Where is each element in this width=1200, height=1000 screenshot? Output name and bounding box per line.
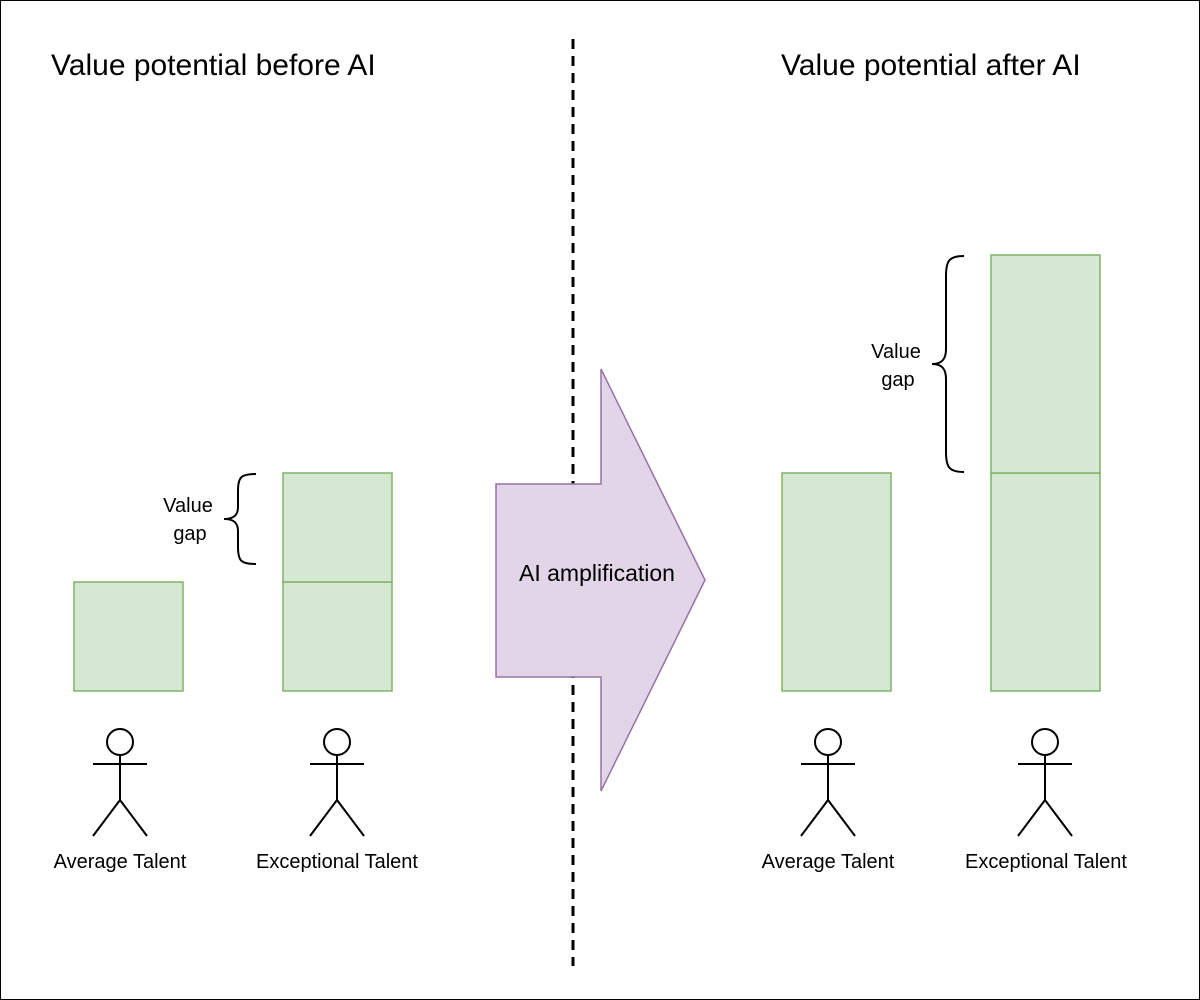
right-exceptional-block-gap: [990, 254, 1101, 474]
left-average-block: [73, 581, 184, 692]
right-value-gap-brace: [931, 255, 965, 473]
left-average-label: Average Talent: [54, 851, 187, 873]
right-value-gap-label-line1: Value: [871, 341, 921, 363]
left-value-gap-label-line2: gap: [173, 523, 206, 545]
right-exceptional-person-icon: [1017, 728, 1073, 837]
ai-amplification-label: AI amplification: [519, 560, 675, 586]
left-value-gap-brace: [223, 473, 257, 565]
left-value-gap-label-line1: Value: [163, 495, 213, 517]
left-exceptional-label: Exceptional Talent: [256, 851, 418, 873]
right-average-person-icon: [800, 728, 856, 837]
right-average-block: [781, 472, 892, 692]
left-exceptional-block-gap: [282, 472, 393, 583]
left-exceptional-block-base: [282, 581, 393, 692]
ai-amplification-arrow: [495, 368, 706, 792]
left-exceptional-person-icon: [309, 728, 365, 837]
left-average-person-icon: [92, 728, 148, 837]
left-title: Value potential before AI: [51, 49, 376, 82]
right-average-label: Average Talent: [762, 851, 895, 873]
right-title: Value potential after AI: [781, 49, 1081, 82]
right-value-gap-label-line2: gap: [881, 369, 914, 391]
right-exceptional-label: Exceptional Talent: [965, 851, 1127, 873]
right-exceptional-block-base: [990, 472, 1101, 692]
